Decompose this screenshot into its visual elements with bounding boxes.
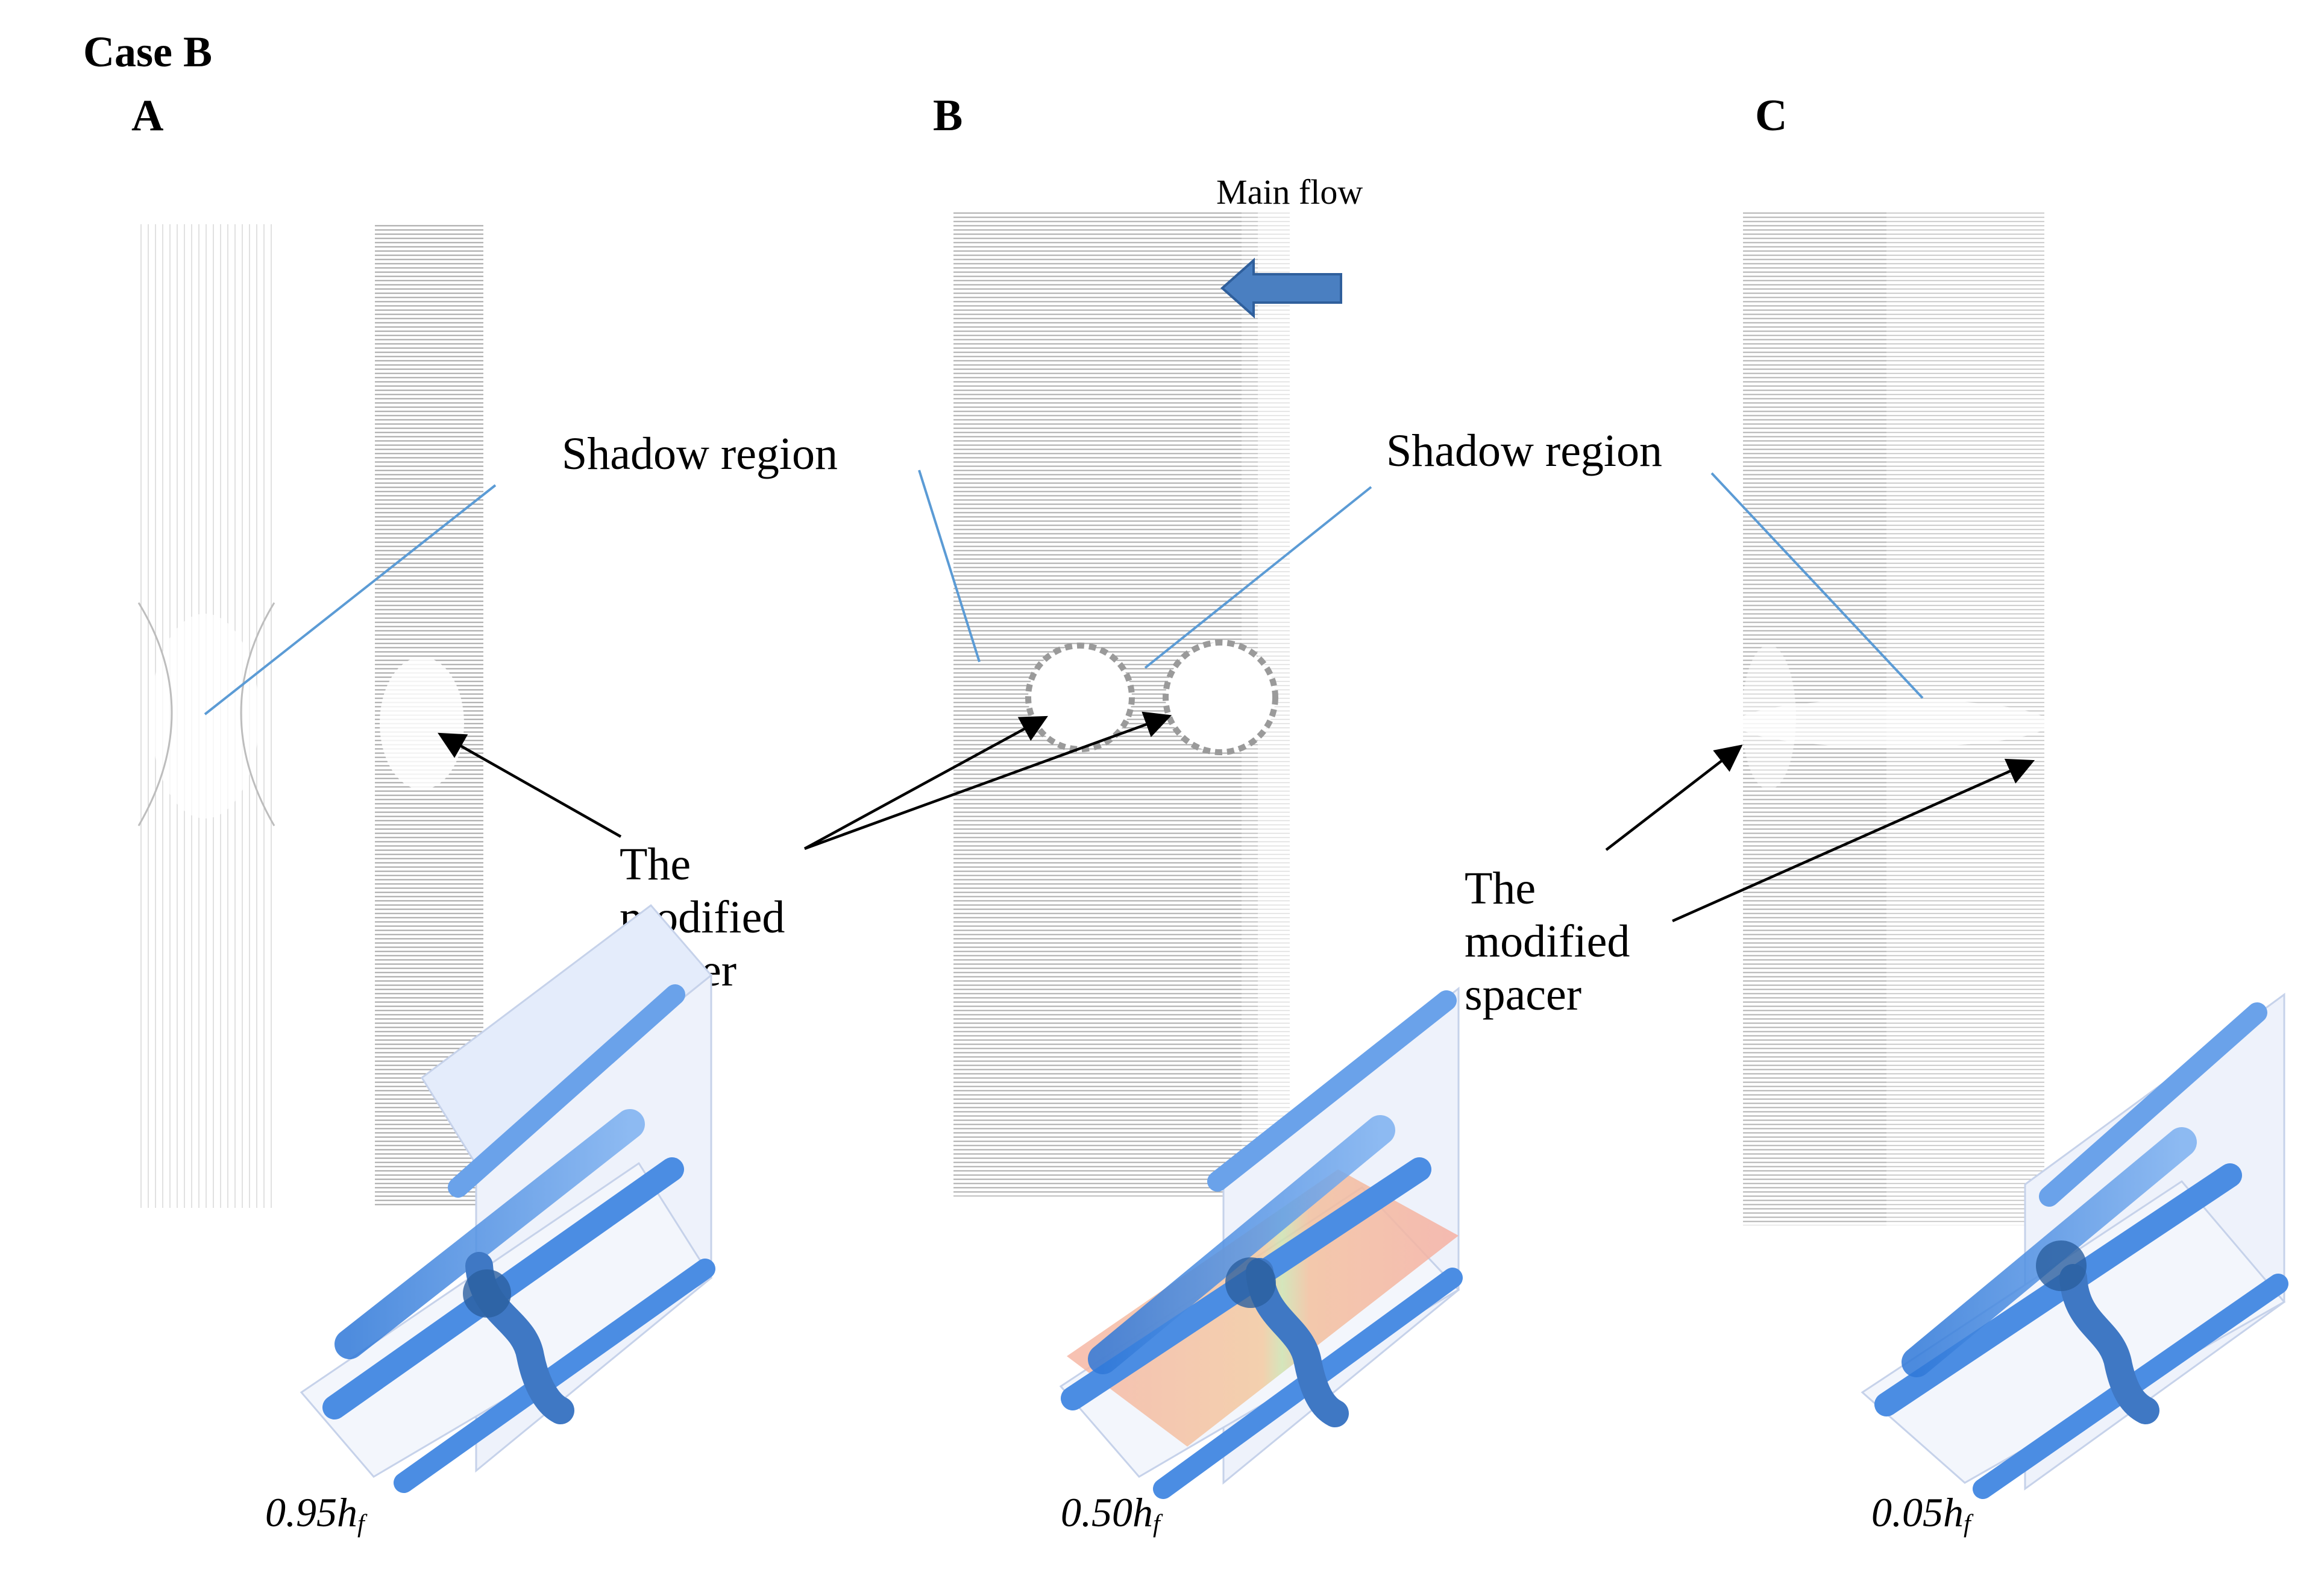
modified-spacer-label-right: The modified spacer: [1465, 862, 1706, 1021]
panel-label-a: A: [131, 91, 164, 140]
spacer-model-b: [1059, 986, 1463, 1499]
modified-spacer-line-1: The: [1465, 863, 1536, 914]
shadow-region-label-left: Shadow region: [562, 429, 838, 479]
height-subscript: f: [357, 1509, 365, 1538]
main-flow-label: Main flow: [1216, 172, 1363, 212]
height-caption-a: 0.95hf: [265, 1489, 365, 1538]
height-value: 0.50: [1061, 1489, 1132, 1535]
case-title: Case B: [83, 28, 212, 76]
panel-label-b: B: [933, 91, 963, 140]
height-value: 0.95: [265, 1489, 337, 1535]
panel-label-c: C: [1755, 91, 1788, 140]
spacer-model-c: [1861, 993, 2288, 1499]
height-subscript: f: [1964, 1509, 1971, 1538]
height-value: 0.05: [1871, 1489, 1943, 1535]
flow-field-panel-a: [137, 224, 483, 1208]
shadow-region-leader-lines: [204, 470, 1924, 715]
modified-spacer-line-2: modified: [1465, 916, 1630, 967]
flow-field-panel-c: [1736, 210, 2049, 1225]
shadow-region-label-right: Shadow region: [1386, 426, 1663, 476]
modified-spacer-arrows: [438, 711, 2035, 923]
height-caption-c: 0.05hf: [1871, 1489, 1971, 1538]
modified-spacer-line-3: spacer: [1465, 969, 1582, 1020]
height-subscript: f: [1153, 1509, 1160, 1538]
modified-spacer-line-1: The: [620, 839, 691, 890]
height-caption-b: 0.50hf: [1061, 1489, 1160, 1538]
spacer-model-a: [300, 904, 715, 1493]
main-flow-arrow-icon: [1220, 257, 1342, 319]
flow-field-panel-b: [953, 211, 1290, 1196]
